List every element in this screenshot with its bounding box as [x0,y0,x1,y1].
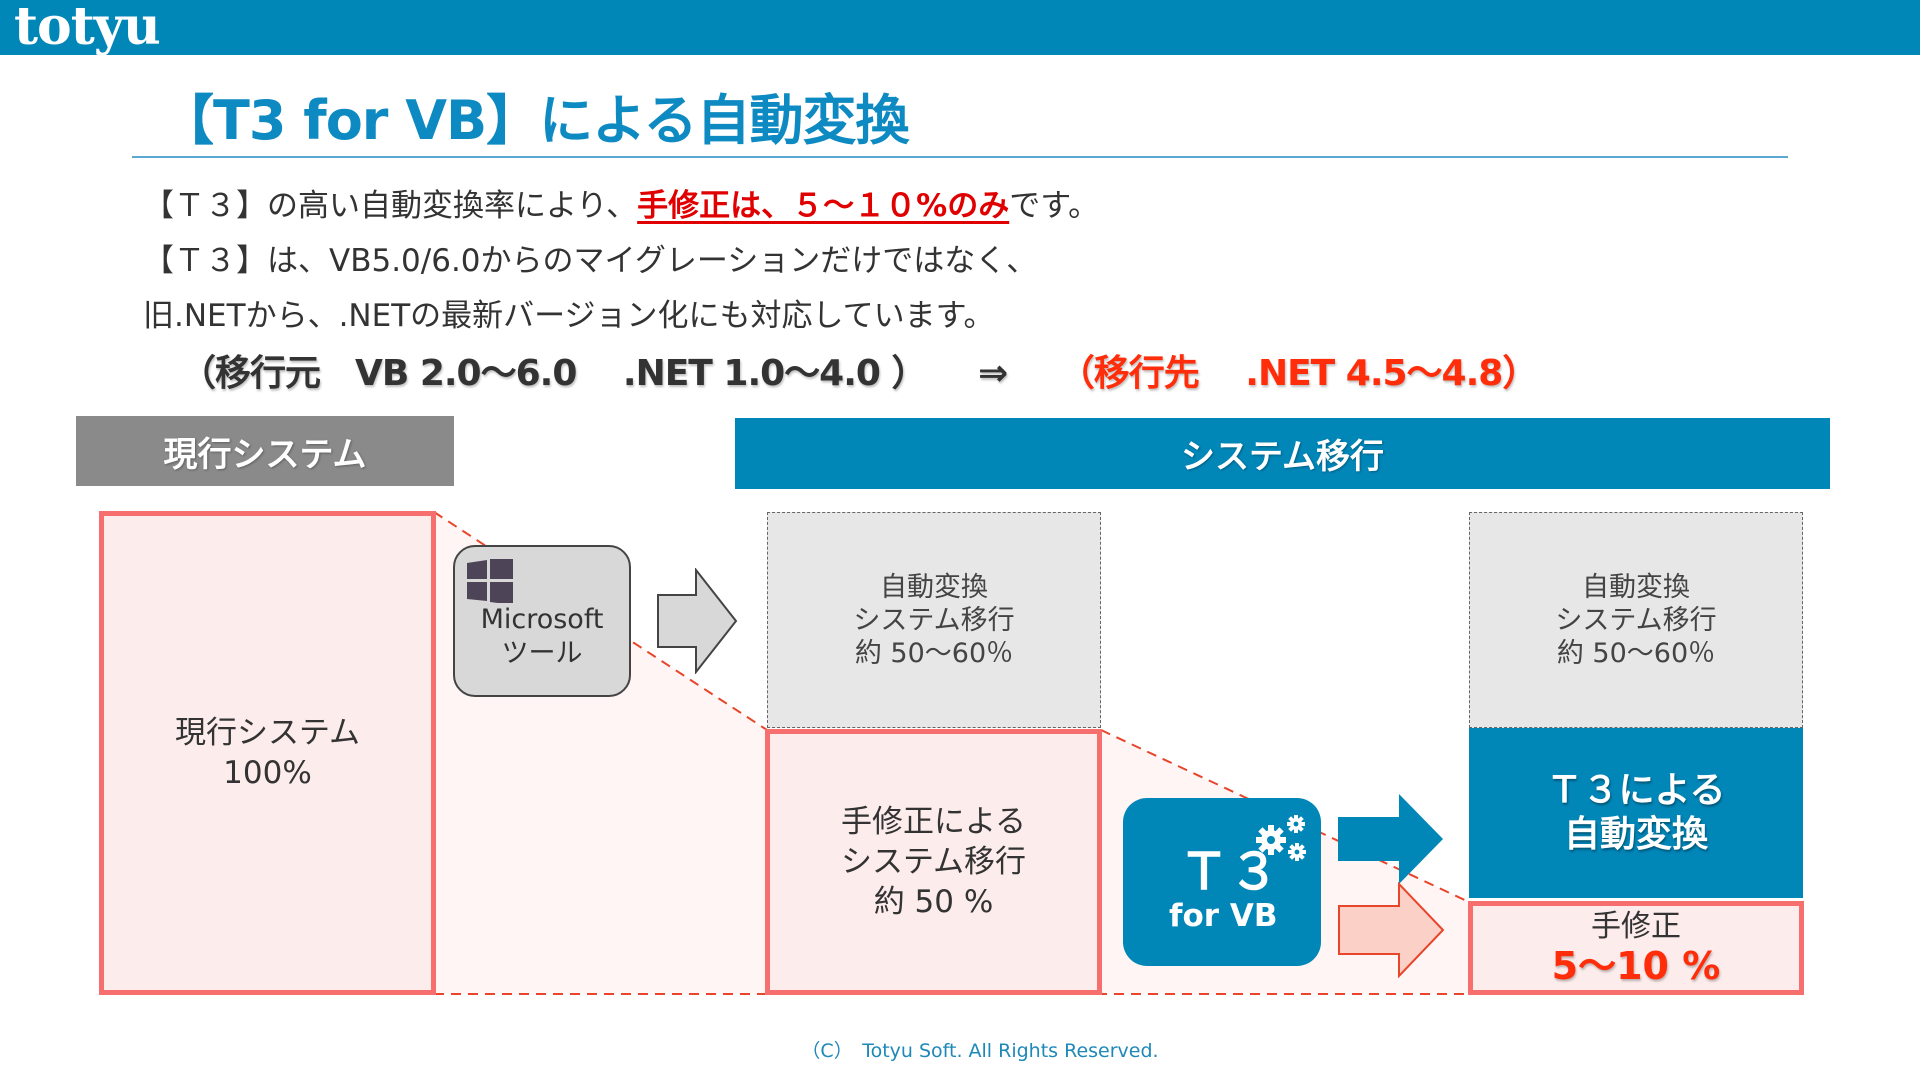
blue-arrow-icon [1338,794,1443,884]
migration-source: （移行元 VB 2.0～6.0 .NET 1.0～4.0 ） [180,353,927,394]
pink-arrow-icon [1338,882,1445,978]
microsoft-tool-line-1: Microsoft [480,604,604,635]
t3-auto-conversion-box: Ｔ３による 自動変換 [1469,728,1803,898]
auto-box-1-line-2: システム移行 [853,604,1015,636]
current-system-label: 現行システム [174,715,361,751]
totyu-logo: totyu [14,0,161,57]
manual-fix-small-box: 手修正 5～10 % [1468,901,1804,995]
t3-auto-line-2: 自動変換 [1563,814,1708,855]
page-title: 【T3 for VB】による自動変換 [160,89,910,152]
gray-arrow-icon [657,568,738,674]
auto-box-2-line-2: システム移行 [1555,604,1717,636]
intro-line-3: 旧.NETから、.NETの最新バージョン化にも対応しています。 [143,298,995,334]
auto-conversion-box-1: 自動変換 システム移行 約 50～60％ [767,512,1101,728]
system-migration-header: システム移行 [735,418,1830,489]
intro-line-1: 【Ｔ３】の高い自動変換率により、手修正は、５～１０%のみです。 [143,180,1099,225]
manual-box-line-2: システム移行 [840,844,1027,880]
auto-box-1-line-3: 約 50～60％ [854,637,1014,669]
guide-line-top-1 [433,511,768,731]
manual-small-value: 5～10 % [1551,944,1721,988]
t3-tool-subtitle: for VB [1169,898,1278,934]
migration-destination: （移行先 .NET 4.5～4.8） [1058,353,1539,394]
microsoft-tool-line-2: ツール [501,638,583,669]
intro-line-2: 【Ｔ３】は、VB5.0/6.0からのマイグレーションだけではなく、 [143,243,1038,279]
auto-conversion-box-2: 自動変換 システム移行 約 50～60％ [1469,512,1803,728]
header-bar [0,0,1920,55]
auto-box-2-line-3: 約 50～60％ [1556,637,1716,669]
manual-box-line-1: 手修正による [840,804,1027,840]
intro-highlight: 手修正は、５～１０%のみ [637,188,1010,224]
t3-tool-box: Ｔ３ for VB [1123,798,1321,966]
current-system-header: 現行システム [76,416,454,486]
migration-arrow: ⇒ [978,353,1008,394]
gears-icon [1256,815,1306,861]
intro-line-1-prefix: 【Ｔ３】の高い自動変換率により、 [143,188,638,224]
current-system-value: 100% [223,755,312,791]
manual-box-line-3: 約 50 % [873,884,994,920]
t3-auto-line-1: Ｔ３による [1546,770,1726,811]
windows-icon [467,559,513,603]
auto-box-1-line-1: 自動変換 [880,571,988,603]
manual-fix-box: 手修正による システム移行 約 50 % [765,729,1102,995]
migration-range: （移行元 VB 2.0～6.0 .NET 1.0～4.0 ） ⇒ （移行先 .N… [180,344,1539,396]
auto-box-2-line-1: 自動変換 [1582,571,1690,603]
title-divider [132,156,1788,158]
manual-small-label: 手修正 [1591,909,1681,944]
intro-line-1-suffix: です。 [1009,188,1100,224]
microsoft-tool-box: Microsoft ツール [453,545,631,697]
current-system-box: 現行システム 100% [99,511,436,995]
copyright-footer: （C） Totyu Soft. All Rights Reserved. [801,1040,1159,1062]
t3-tool-name: Ｔ３ [1179,843,1279,901]
